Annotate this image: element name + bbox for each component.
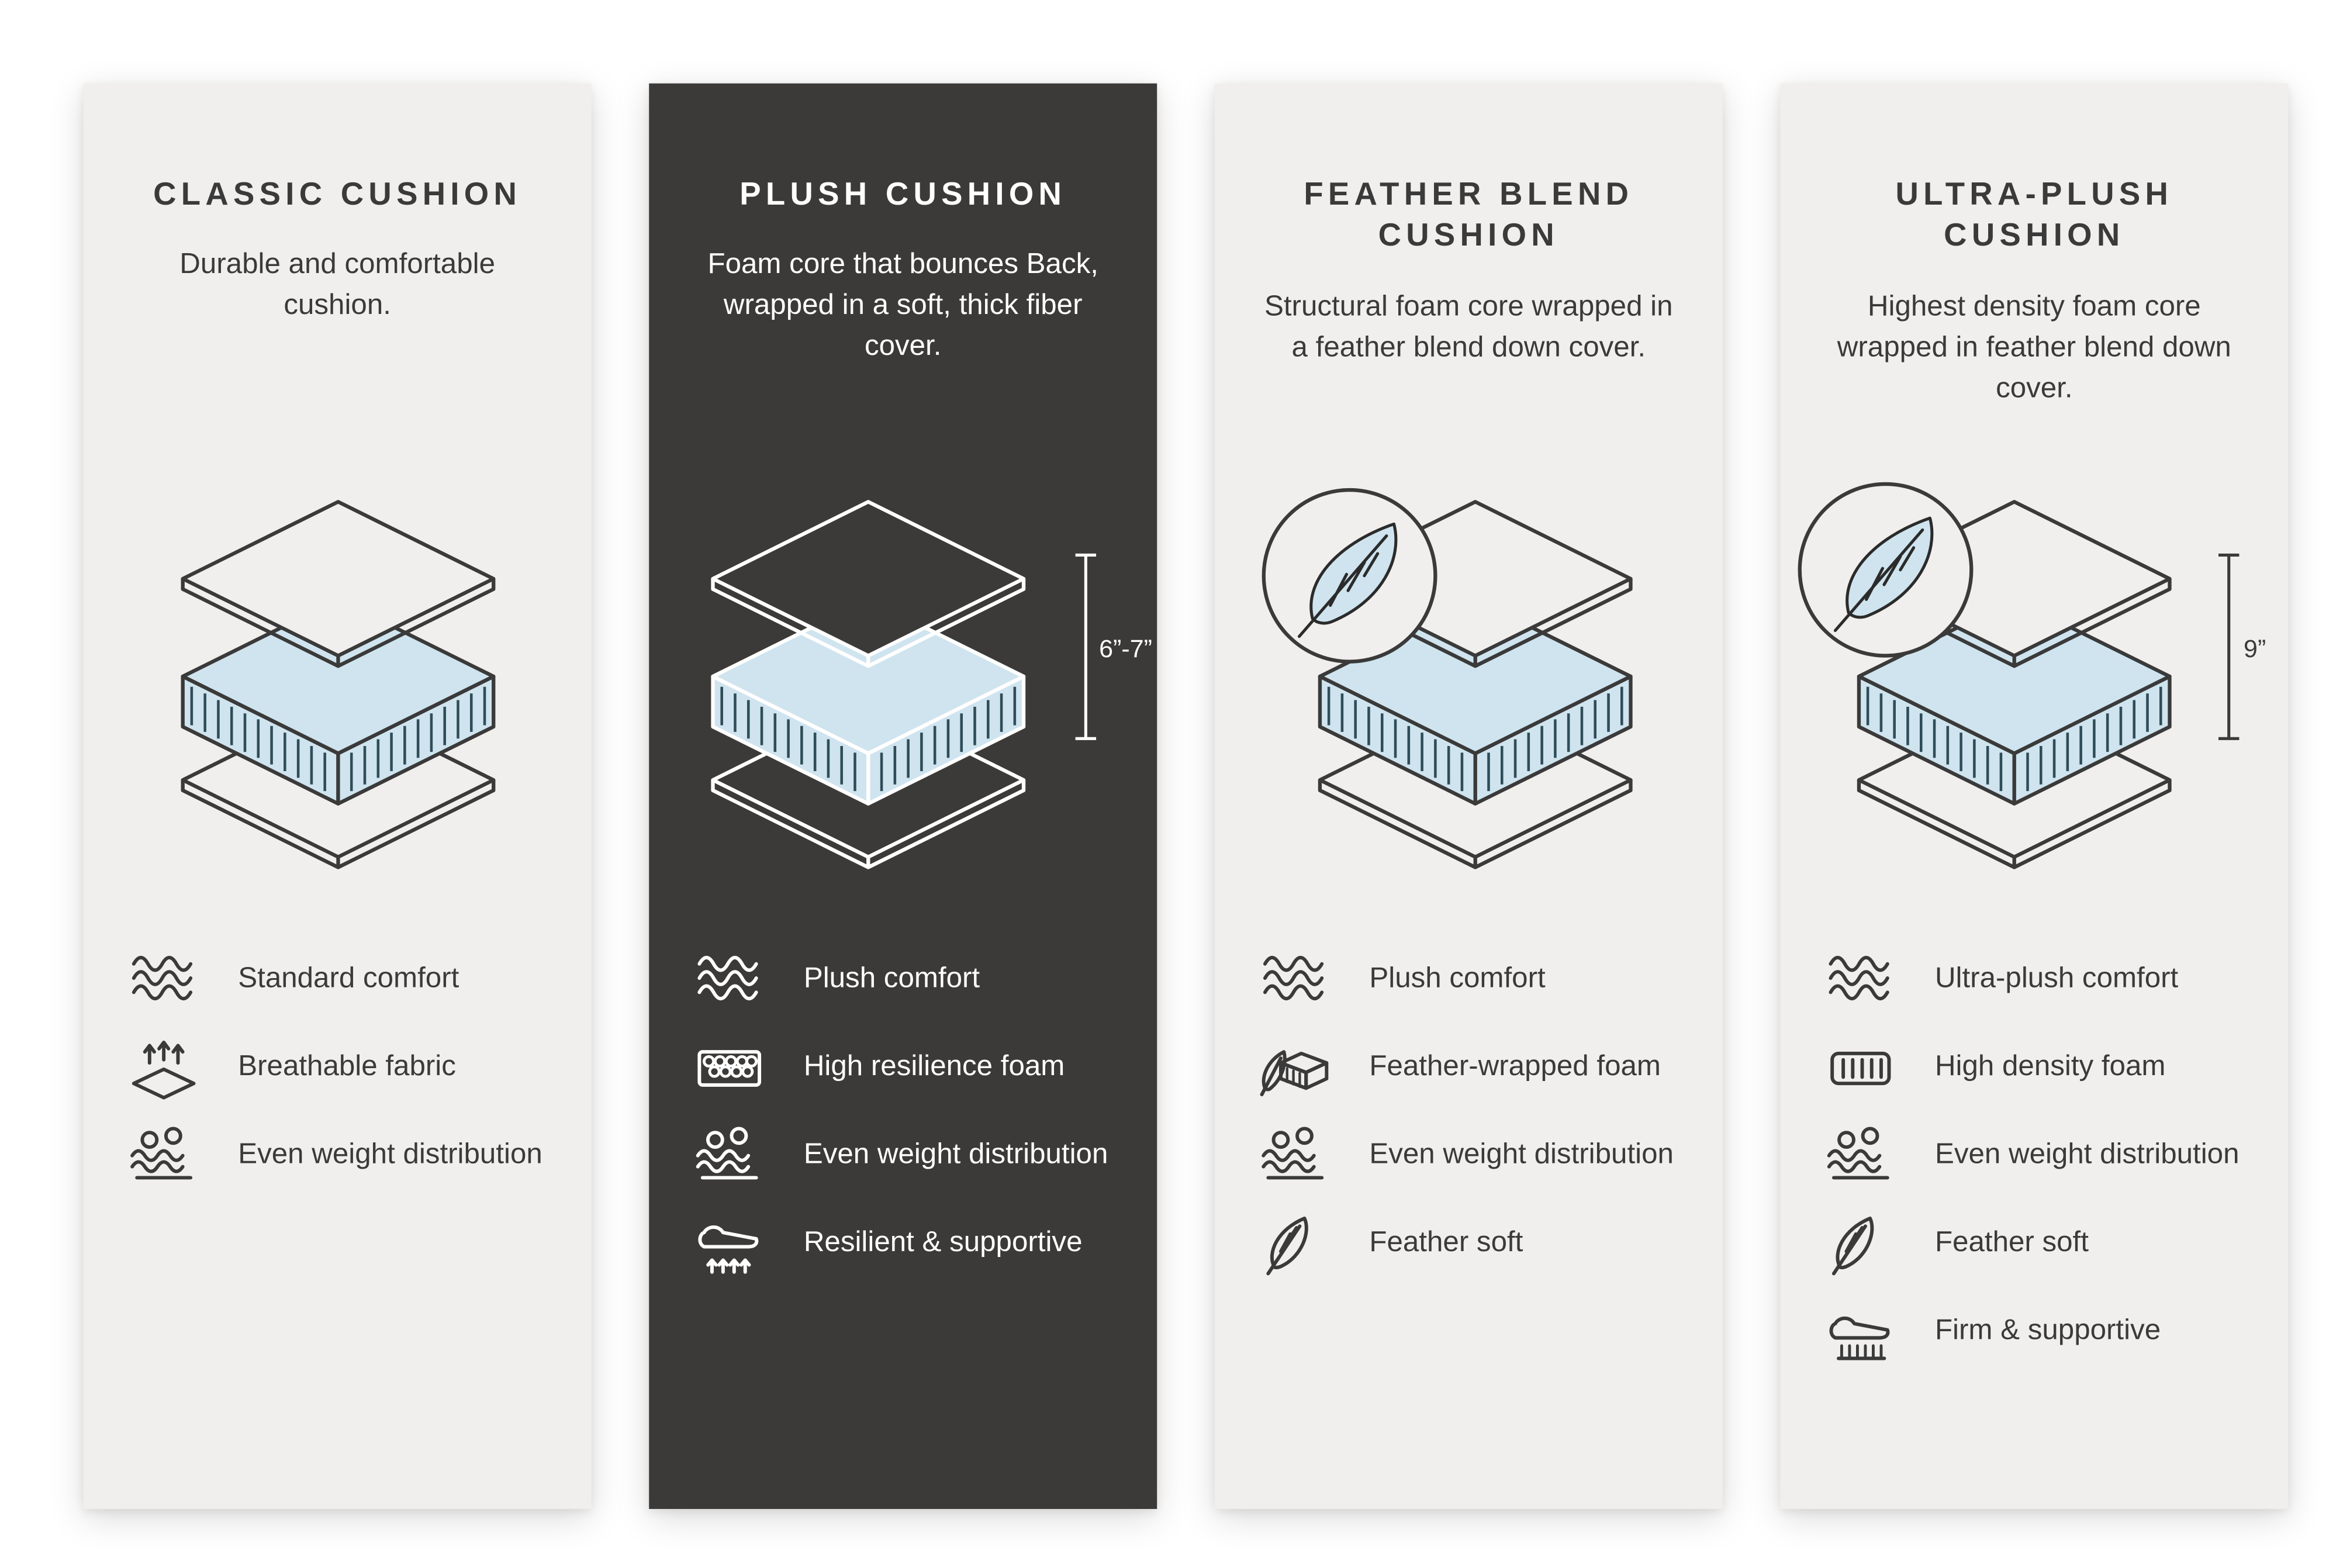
feature-item: Resilient & supportive bbox=[692, 1212, 1115, 1276]
panel-plush-cushion: PLUSH CUSHION Foam core that bounces Bac… bbox=[649, 83, 1157, 1510]
feature-list: Standard comfort Breathable fabric Even … bbox=[126, 948, 549, 1187]
panel-title: CLASSIC CUSHION bbox=[153, 177, 522, 213]
panel-header: CLASSIC CUSHION Durable and comfortable … bbox=[130, 174, 545, 460]
feature-label: Feather soft bbox=[1934, 1226, 2089, 1259]
waves-icon bbox=[126, 948, 202, 1011]
feature-label: Plush comfort bbox=[1369, 962, 1546, 994]
panel-ultra-plush-cushion: ULTRA-PLUSH CUSHION Highest density foam… bbox=[1780, 83, 2289, 1510]
honeycomb-foam-icon bbox=[692, 1036, 768, 1100]
even-weight-icon bbox=[1257, 1124, 1333, 1187]
panel-header: PLUSH CUSHION Foam core that bounces Bac… bbox=[695, 174, 1111, 460]
layered-cushion-illustration: 6”-7” bbox=[659, 478, 1152, 878]
feature-list: Ultra-plush comfort High density foam Ev… bbox=[1823, 948, 2246, 1363]
feature-label: Feather-wrapped foam bbox=[1369, 1050, 1661, 1083]
feather-badge-icon bbox=[1799, 484, 1971, 656]
even-weight-icon bbox=[1823, 1124, 1899, 1187]
even-weight-icon bbox=[692, 1124, 768, 1187]
feather-badge-icon bbox=[1263, 490, 1435, 662]
feature-label: Even weight distribution bbox=[1369, 1138, 1674, 1170]
panel-title: ULTRA-PLUSH CUSHION bbox=[1895, 177, 2173, 254]
panel-title: PLUSH CUSHION bbox=[739, 177, 1067, 213]
feature-label: Even weight distribution bbox=[1934, 1138, 2240, 1170]
panel-header: ULTRA-PLUSH CUSHION Highest density foam… bbox=[1823, 174, 2246, 460]
feature-item: Even weight distribution bbox=[1257, 1124, 1680, 1187]
feather-icon bbox=[1257, 1212, 1333, 1276]
height-measure-bracket bbox=[1074, 555, 1095, 738]
feature-item: Even weight distribution bbox=[692, 1124, 1115, 1187]
feature-item: Feather soft bbox=[1823, 1212, 2246, 1276]
feature-item: Feather soft bbox=[1257, 1212, 1680, 1276]
height-measurement-label: 9” bbox=[2243, 635, 2265, 663]
layered-cushion-illustration bbox=[94, 478, 582, 878]
feather-icon bbox=[1823, 1212, 1899, 1276]
feature-label: High density foam bbox=[1934, 1050, 2166, 1083]
cushion-layers-diagram: 9” bbox=[1823, 460, 2265, 896]
panel-description: Highest density foam core wrapped in fea… bbox=[1837, 290, 2231, 405]
waves-icon bbox=[1823, 948, 1899, 1011]
feature-list: Plush comfort High resilience foam Even … bbox=[692, 948, 1115, 1275]
panel-feather-blend-cushion: FEATHER BLEND CUSHION Structural foam co… bbox=[1214, 83, 1723, 1510]
panel-header: FEATHER BLEND CUSHION Structural foam co… bbox=[1257, 174, 1680, 460]
feather-wrapped-foam-icon bbox=[1257, 1036, 1333, 1100]
waves-icon bbox=[692, 948, 768, 1011]
feature-label: Breathable fabric bbox=[238, 1050, 456, 1083]
feature-label: Even weight distribution bbox=[803, 1138, 1108, 1170]
breathable-fabric-icon bbox=[126, 1036, 202, 1100]
layered-cushion-illustration: 9” bbox=[1790, 478, 2265, 878]
feature-label: Resilient & supportive bbox=[803, 1226, 1083, 1259]
cushion-layers-diagram: 6”-7” bbox=[692, 460, 1152, 896]
panel-description: Durable and comfortable cushion. bbox=[179, 249, 496, 322]
feature-list: Plush comfort Feather-wrapped foam Even … bbox=[1257, 948, 1680, 1275]
feature-label: Plush comfort bbox=[803, 962, 980, 994]
feature-item: High resilience foam bbox=[692, 1036, 1115, 1100]
waves-icon bbox=[1257, 948, 1333, 1011]
feature-label: Ultra-plush comfort bbox=[1934, 962, 2179, 994]
high-density-foam-icon bbox=[1823, 1036, 1899, 1100]
cushion-layers-diagram bbox=[1257, 460, 1680, 896]
panels-row: CLASSIC CUSHION Durable and comfortable … bbox=[83, 83, 2289, 1510]
feature-item: Feather-wrapped foam bbox=[1257, 1036, 1680, 1100]
feature-item: Plush comfort bbox=[1257, 948, 1680, 1011]
firm-supportive-icon bbox=[1823, 1300, 1899, 1363]
cushion-layers-diagram bbox=[126, 460, 549, 896]
feature-item: Breathable fabric bbox=[126, 1036, 549, 1100]
panel-description: Structural foam core wrapped in a feathe… bbox=[1264, 290, 1673, 364]
even-weight-icon bbox=[126, 1124, 202, 1187]
feature-item: Even weight distribution bbox=[126, 1124, 549, 1187]
layered-cushion-illustration bbox=[1225, 478, 1713, 878]
feature-item: Firm & supportive bbox=[1823, 1300, 2246, 1363]
height-measurement-label: 6”-7” bbox=[1098, 635, 1152, 663]
feature-label: Standard comfort bbox=[238, 962, 459, 994]
panel-title: FEATHER BLEND CUSHION bbox=[1304, 177, 1634, 254]
feature-label: High resilience foam bbox=[803, 1050, 1065, 1083]
feature-item: Plush comfort bbox=[692, 948, 1115, 1011]
panel-classic-cushion: CLASSIC CUSHION Durable and comfortable … bbox=[83, 83, 592, 1510]
feature-label: Firm & supportive bbox=[1934, 1314, 2161, 1346]
feature-item: Standard comfort bbox=[126, 948, 549, 1011]
feature-label: Even weight distribution bbox=[238, 1138, 542, 1170]
height-measure-bracket bbox=[2218, 555, 2238, 738]
feature-item: Even weight distribution bbox=[1823, 1124, 2246, 1187]
feature-label: Feather soft bbox=[1369, 1226, 1523, 1259]
panel-description: Foam core that bounces Back, wrapped in … bbox=[707, 249, 1098, 363]
feature-item: Ultra-plush comfort bbox=[1823, 948, 2246, 1011]
feature-item: High density foam bbox=[1823, 1036, 2246, 1100]
resilient-supportive-icon bbox=[692, 1212, 768, 1276]
